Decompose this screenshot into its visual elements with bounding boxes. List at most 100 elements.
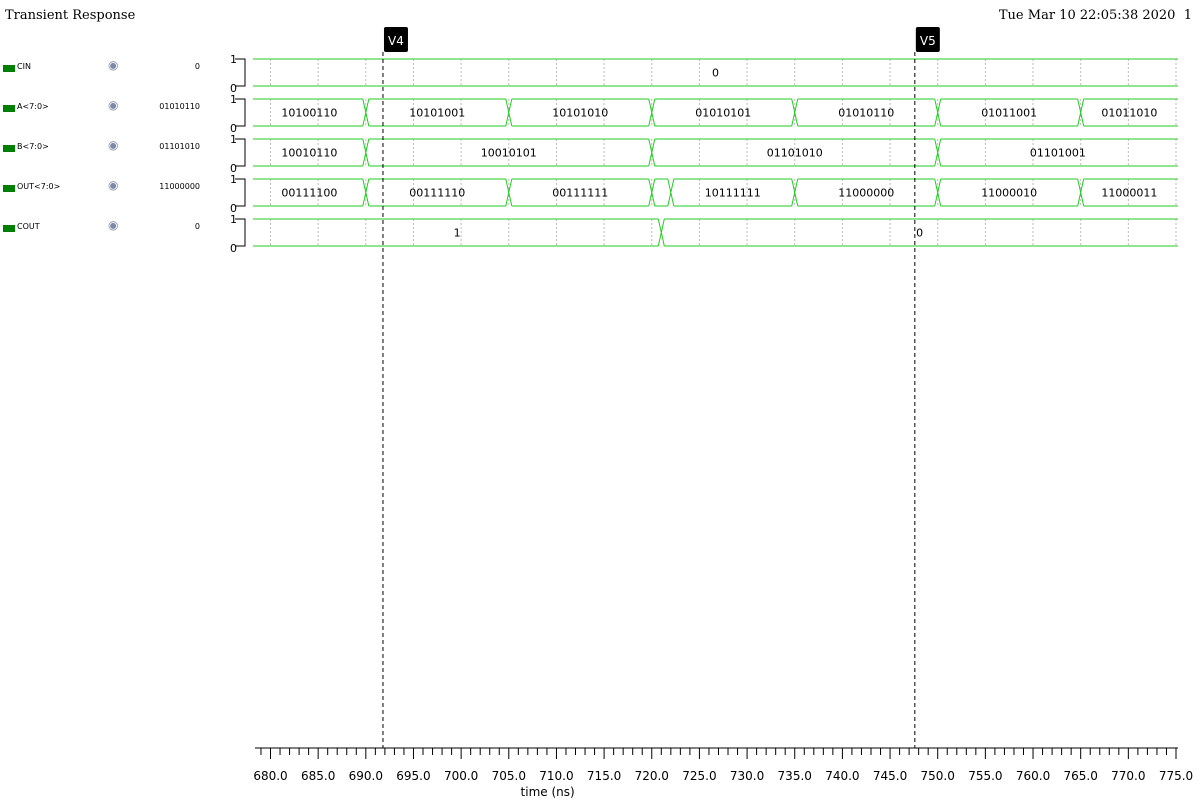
cursor-value: 01010110 bbox=[159, 102, 200, 111]
signal-name: CIN bbox=[17, 62, 31, 71]
y-axis-bracket bbox=[235, 138, 246, 167]
trace-transition bbox=[934, 98, 942, 127]
trace-transition bbox=[934, 138, 942, 167]
trace-transition bbox=[505, 178, 513, 207]
segment-value: 11000010 bbox=[981, 187, 1037, 200]
segment-value: 0 bbox=[712, 67, 719, 80]
y-label-high: 1 bbox=[230, 173, 237, 186]
segment-value: 01011010 bbox=[1101, 107, 1157, 120]
trace-transition bbox=[657, 218, 665, 247]
x-tick-label: 715.0 bbox=[587, 769, 621, 783]
signal-row-a[interactable]: A<7:0> ◉ 01010110 bbox=[0, 98, 200, 121]
marker-label: V4 bbox=[388, 34, 404, 48]
cursor-value: 01101010 bbox=[159, 142, 200, 151]
trace-transition bbox=[791, 178, 799, 207]
trace-transition bbox=[667, 178, 675, 207]
cursor-value: 0 bbox=[194, 62, 200, 71]
signal-row-cout[interactable]: COUT ◉ 0 bbox=[0, 218, 200, 241]
trace-transition bbox=[362, 98, 370, 127]
x-tick-label: 740.0 bbox=[825, 769, 859, 783]
segment-value: 01101010 bbox=[767, 147, 823, 160]
x-tick-label: 745.0 bbox=[873, 769, 907, 783]
segment-value: 01011001 bbox=[981, 107, 1037, 120]
eye-icon[interactable]: ◉ bbox=[108, 218, 119, 232]
x-tick-label: 725.0 bbox=[682, 769, 716, 783]
trace-transition bbox=[505, 98, 513, 127]
marker-flag[interactable] bbox=[915, 27, 940, 52]
y-label-low: 0 bbox=[230, 242, 237, 255]
trace-transition bbox=[362, 138, 370, 167]
y-axis-bracket bbox=[235, 178, 246, 207]
x-tick-label: 765.0 bbox=[1064, 769, 1098, 783]
x-tick-label: 690.0 bbox=[349, 769, 383, 783]
signal-name: OUT<7:0> bbox=[17, 182, 61, 191]
segment-value: 10100110 bbox=[281, 107, 337, 120]
y-label-low: 0 bbox=[230, 82, 237, 95]
x-tick-label: 770.0 bbox=[1111, 769, 1145, 783]
signal-row-out[interactable]: OUT<7:0> ◉ 11000000 bbox=[0, 178, 200, 201]
datetime-text: Tue Mar 10 22:05:38 2020 bbox=[998, 8, 1176, 23]
cursor-value: 0 bbox=[194, 222, 200, 231]
signal-color-swatch bbox=[3, 105, 15, 112]
y-label-low: 0 bbox=[230, 162, 237, 175]
trace-transition bbox=[1077, 178, 1085, 207]
segment-value: 1 bbox=[454, 227, 461, 240]
segment-value: 01101001 bbox=[1030, 147, 1086, 160]
segment-value: 10111111 bbox=[705, 187, 761, 200]
y-label-high: 1 bbox=[230, 93, 237, 106]
segment-value: 10010101 bbox=[481, 147, 537, 160]
segment-value: 0 bbox=[916, 227, 923, 240]
segment-value: 11000000 bbox=[838, 187, 894, 200]
y-axis-bracket bbox=[235, 98, 246, 127]
trace-transition bbox=[648, 98, 656, 127]
x-tick-label: 680.0 bbox=[253, 769, 287, 783]
segment-value: 01010101 bbox=[695, 107, 751, 120]
x-tick-label: 750.0 bbox=[921, 769, 955, 783]
signal-row-b[interactable]: B<7:0> ◉ 01101010 bbox=[0, 138, 200, 161]
signal-color-swatch bbox=[3, 225, 15, 232]
eye-icon[interactable]: ◉ bbox=[108, 178, 119, 192]
y-label-high: 1 bbox=[230, 133, 237, 146]
page-number: 1 bbox=[1183, 8, 1192, 23]
x-axis-label: time (ns) bbox=[521, 785, 575, 799]
signal-color-swatch bbox=[3, 185, 15, 192]
y-axis-bracket bbox=[235, 218, 246, 247]
segment-value: 00111111 bbox=[552, 187, 608, 200]
x-tick-label: 760.0 bbox=[1016, 769, 1050, 783]
signal-row-cin[interactable]: CIN ◉ 0 bbox=[0, 58, 200, 81]
x-tick-label: 775.0 bbox=[1159, 769, 1193, 783]
trace-transition bbox=[648, 138, 656, 167]
y-label-low: 0 bbox=[230, 202, 237, 215]
y-label-high: 1 bbox=[230, 213, 237, 226]
eye-icon[interactable]: ◉ bbox=[108, 98, 119, 112]
x-tick-label: 710.0 bbox=[539, 769, 573, 783]
x-tick-label: 705.0 bbox=[492, 769, 526, 783]
x-tick-label: 695.0 bbox=[396, 769, 430, 783]
cursor-value: 11000000 bbox=[159, 182, 200, 191]
segment-value: 00111100 bbox=[281, 187, 337, 200]
segment-value: 10101010 bbox=[552, 107, 608, 120]
marker-label: V5 bbox=[920, 34, 936, 48]
signal-name: B<7:0> bbox=[17, 142, 49, 151]
timestamp: Tue Mar 10 22:05:38 2020 1 bbox=[999, 8, 1192, 23]
signal-color-swatch bbox=[3, 145, 15, 152]
signal-name: COUT bbox=[17, 222, 40, 231]
trace-transition bbox=[648, 178, 656, 207]
marker-flag[interactable] bbox=[383, 27, 408, 52]
trace-transition bbox=[1077, 98, 1085, 127]
window-title: Transient Response bbox=[5, 8, 136, 23]
trace-transition bbox=[362, 178, 370, 207]
x-tick-label: 755.0 bbox=[968, 769, 1002, 783]
y-axis-bracket bbox=[235, 58, 246, 87]
segment-value: 01010110 bbox=[838, 107, 894, 120]
x-tick-label: 720.0 bbox=[635, 769, 669, 783]
signal-color-swatch bbox=[3, 65, 15, 72]
segment-value: 10101001 bbox=[409, 107, 465, 120]
eye-icon[interactable]: ◉ bbox=[108, 58, 119, 72]
x-tick-label: 730.0 bbox=[730, 769, 764, 783]
eye-icon[interactable]: ◉ bbox=[108, 138, 119, 152]
segment-value: 11000011 bbox=[1101, 187, 1157, 200]
x-tick-label: 700.0 bbox=[444, 769, 478, 783]
y-label-high: 1 bbox=[230, 53, 237, 66]
